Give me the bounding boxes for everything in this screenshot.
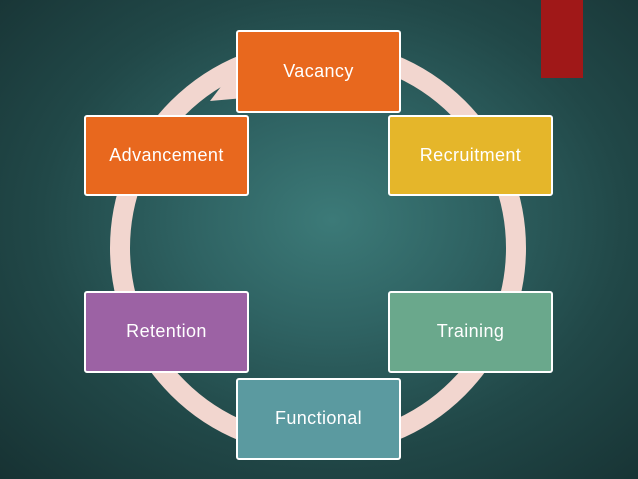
cycle-arrow-head (210, 71, 244, 101)
node-recruitment: Recruitment (388, 115, 553, 196)
node-functional: Functional (236, 378, 401, 460)
node-advancement: Advancement (84, 115, 249, 196)
node-functional-label: Functional (274, 408, 363, 429)
node-advancement-label: Advancement (109, 144, 224, 165)
node-recruitment-label: Recruitment (419, 144, 522, 165)
node-retention-label: Retention (126, 321, 207, 342)
node-training: Training (388, 291, 553, 373)
accent-bar (541, 0, 583, 78)
node-vacancy: Vacancy (236, 30, 401, 113)
node-training-label: Training (436, 321, 505, 342)
node-retention: Retention (84, 291, 249, 373)
node-vacancy-label: Vacancy (283, 60, 354, 81)
